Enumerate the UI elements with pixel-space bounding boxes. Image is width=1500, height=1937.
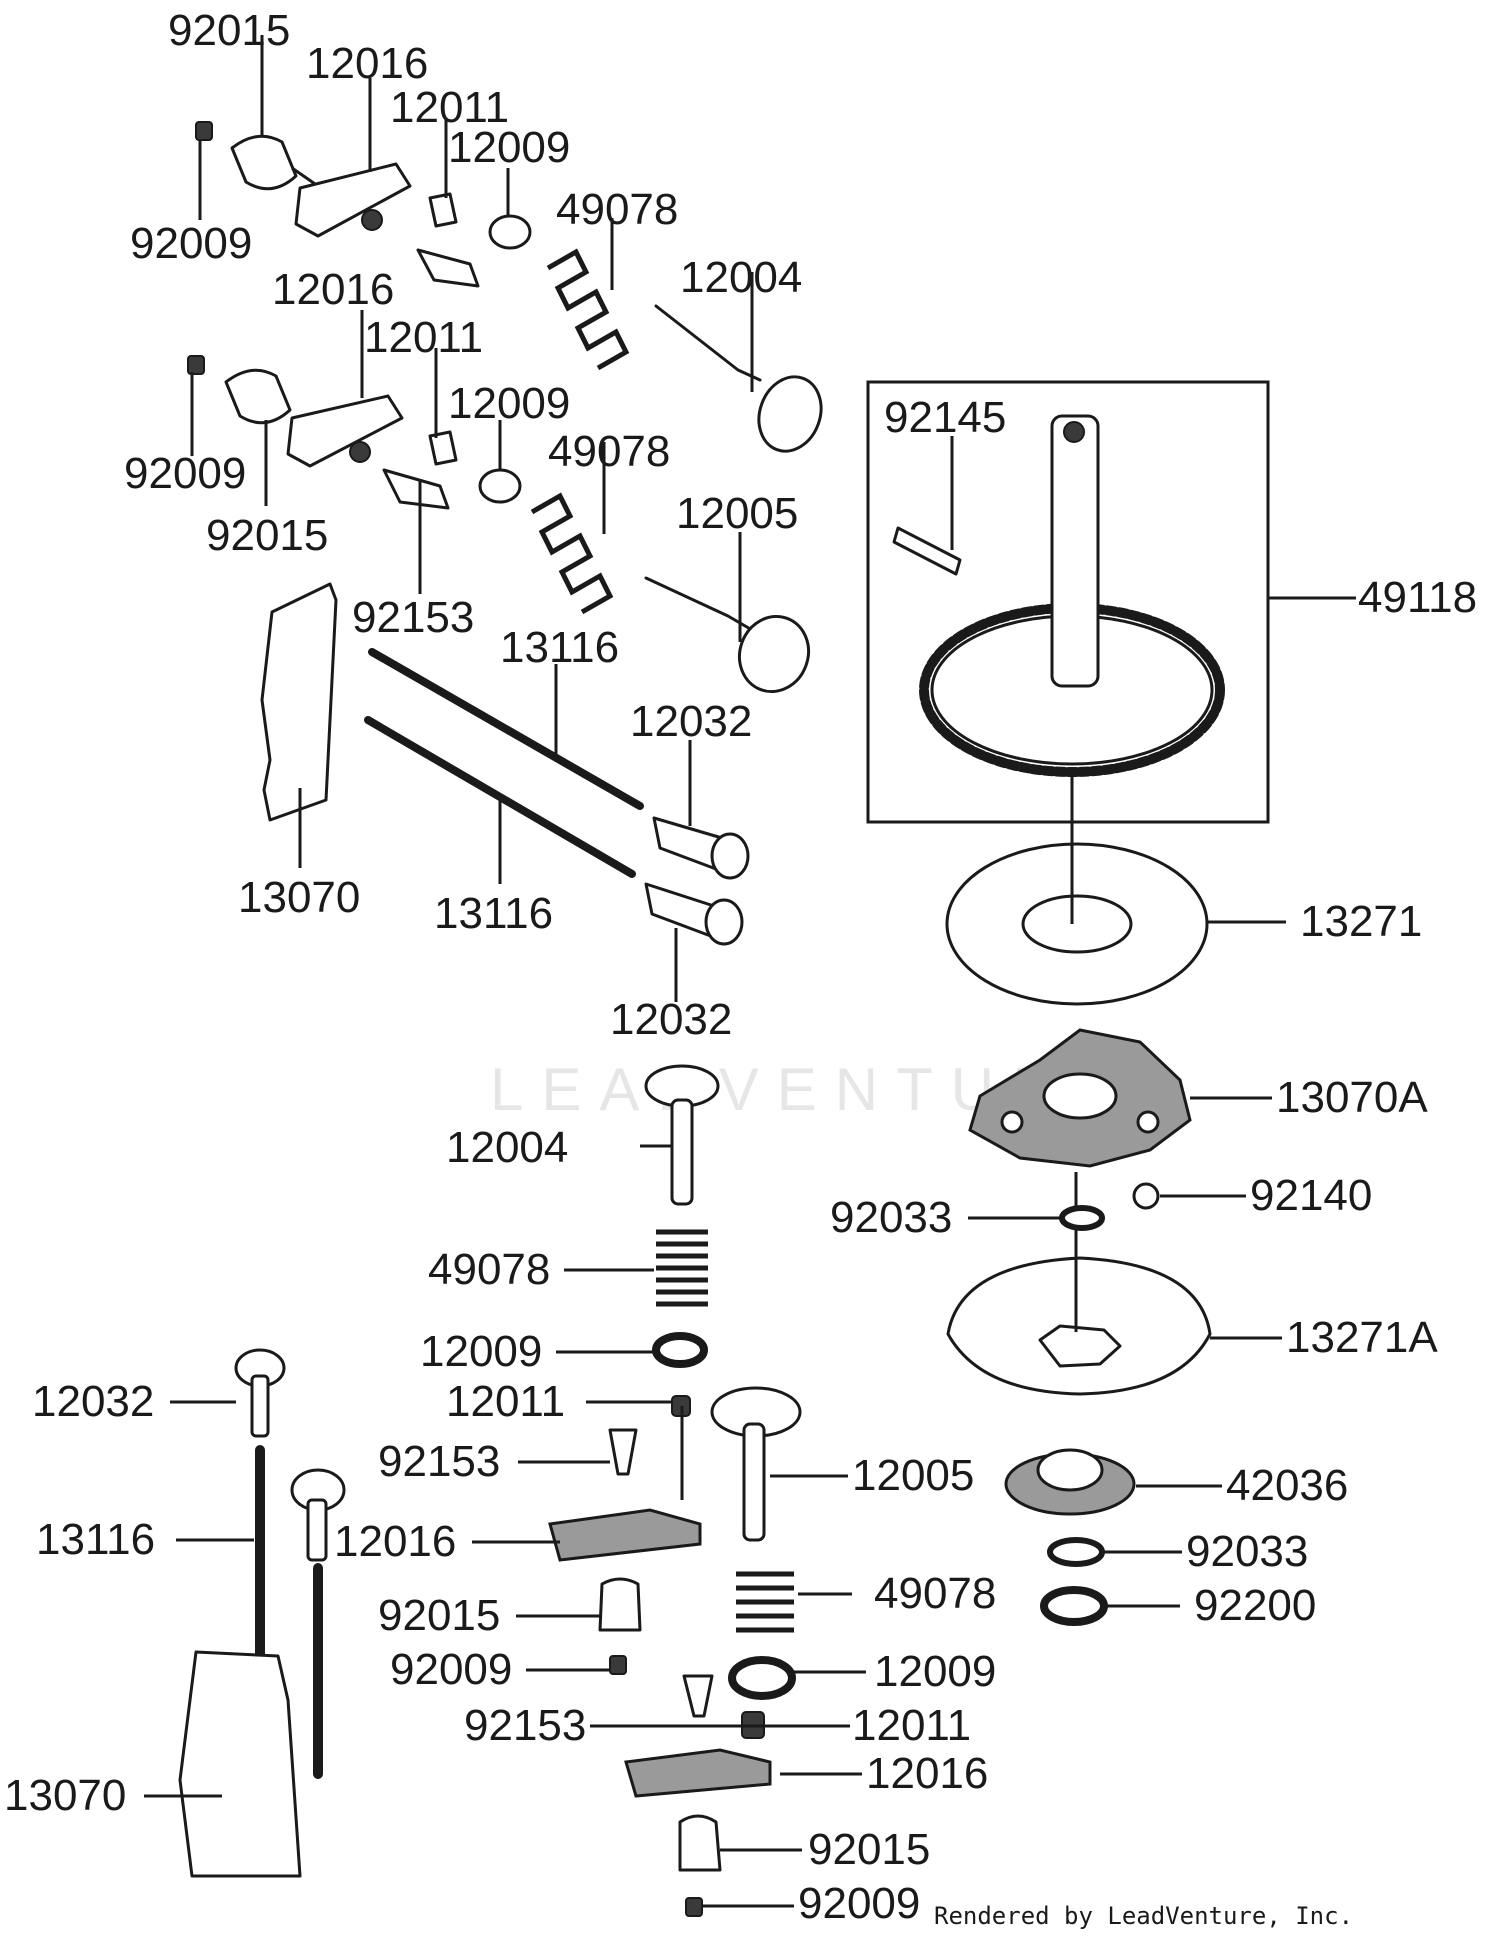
callout-label[interactable]: 92009 xyxy=(798,1879,920,1928)
camshaft-gear xyxy=(892,414,1225,777)
callout-label[interactable]: 12016 xyxy=(272,265,394,314)
callout-label[interactable]: 92009 xyxy=(390,1645,512,1694)
callout-label[interactable]: 92153 xyxy=(352,593,474,642)
lower-rocker-assembly-2 xyxy=(624,1674,772,1917)
callout-label[interactable]: 42036 xyxy=(1226,1461,1348,1510)
callout-label[interactable]: 13271 xyxy=(1300,897,1422,946)
callout-label[interactable]: 92153 xyxy=(378,1437,500,1486)
callout-label[interactable]: 12032 xyxy=(630,697,752,746)
callout-label[interactable]: 12009 xyxy=(448,379,570,428)
callout-label[interactable]: 49118 xyxy=(1358,573,1477,622)
callout-label[interactable]: 92033 xyxy=(830,1193,952,1242)
camshaft-group-box xyxy=(866,380,1270,824)
lower-cover-plate xyxy=(178,1650,302,1878)
callout-label[interactable]: 49078 xyxy=(428,1245,550,1294)
callout-label[interactable]: 92009 xyxy=(130,219,252,268)
upper-push-rods xyxy=(364,648,750,946)
callout-label[interactable]: 12016 xyxy=(306,39,428,88)
callout-label[interactable]: 92140 xyxy=(1250,1171,1372,1220)
callout-label[interactable]: 13271A xyxy=(1286,1313,1438,1362)
callout-label[interactable]: 12005 xyxy=(852,1451,974,1500)
callout-label[interactable]: 92145 xyxy=(884,393,1006,442)
callout-label[interactable]: 92033 xyxy=(1186,1527,1308,1576)
callout-label[interactable]: 92015 xyxy=(168,6,290,55)
leader-lines xyxy=(144,35,1356,1908)
callout-label[interactable]: 13070A xyxy=(1276,1073,1428,1122)
circlip-92033 xyxy=(1059,1205,1105,1231)
callout-label[interactable]: 92015 xyxy=(206,511,328,560)
plate-13271a xyxy=(946,1256,1212,1396)
callout-label[interactable]: 12009 xyxy=(874,1647,996,1696)
callout-label[interactable]: 49078 xyxy=(556,185,678,234)
callout-label[interactable]: 12011 xyxy=(364,313,483,362)
callout-label[interactable]: 13070 xyxy=(4,1771,126,1820)
callout-label[interactable]: 12004 xyxy=(680,253,802,302)
callout-label[interactable]: 13116 xyxy=(500,623,619,672)
lower-valve-2 xyxy=(710,1386,802,1700)
callout-label[interactable]: 12032 xyxy=(610,995,732,1044)
footer-credit: Rendered by LeadVenture, Inc. xyxy=(934,1902,1353,1930)
governor-plate xyxy=(968,1028,1192,1168)
callout-label[interactable]: 12009 xyxy=(448,123,570,172)
washer-13271 xyxy=(945,842,1209,1006)
callout-label[interactable]: 12032 xyxy=(32,1377,154,1426)
upper-rocker-assembly-2 xyxy=(187,355,810,694)
callout-label[interactable]: 12004 xyxy=(446,1123,568,1172)
callout-label[interactable]: 13070 xyxy=(238,873,360,922)
callout-label[interactable]: 13116 xyxy=(36,1515,155,1564)
callout-labels: 92015 12016 12011 12009 92009 49078 1200… xyxy=(4,6,1477,1928)
callout-label[interactable]: 12016 xyxy=(866,1749,988,1798)
callout-label[interactable]: 13116 xyxy=(434,889,553,938)
callout-label[interactable]: 92015 xyxy=(378,1591,500,1640)
lower-rocker-assembly-1 xyxy=(548,1428,702,1675)
ball-92140 xyxy=(1132,1182,1160,1210)
upper-cover-plate xyxy=(260,582,338,822)
circlip-92033-lower xyxy=(1047,1537,1105,1567)
callout-label[interactable]: 49078 xyxy=(874,1569,996,1618)
callout-label[interactable]: 92009 xyxy=(124,449,246,498)
callout-label[interactable]: 12005 xyxy=(676,489,798,538)
callout-label[interactable]: 12009 xyxy=(420,1327,542,1376)
lower-valve-stack xyxy=(644,1064,720,1417)
callout-label[interactable]: 12011 xyxy=(852,1701,971,1750)
callout-label[interactable]: 92200 xyxy=(1194,1581,1316,1630)
callout-label[interactable]: 92153 xyxy=(464,1701,586,1750)
washer-92200 xyxy=(1040,1586,1108,1626)
upper-rocker-assembly-1 xyxy=(195,121,823,453)
callout-label[interactable]: 12011 xyxy=(390,83,509,132)
callout-label[interactable]: 92015 xyxy=(808,1825,930,1874)
lower-left-push-rods xyxy=(234,1348,346,1779)
callout-label[interactable]: 49078 xyxy=(548,427,670,476)
callout-label[interactable]: 12016 xyxy=(334,1517,456,1566)
gear-42036 xyxy=(1004,1448,1136,1516)
callout-label[interactable]: 12011 xyxy=(446,1377,565,1426)
